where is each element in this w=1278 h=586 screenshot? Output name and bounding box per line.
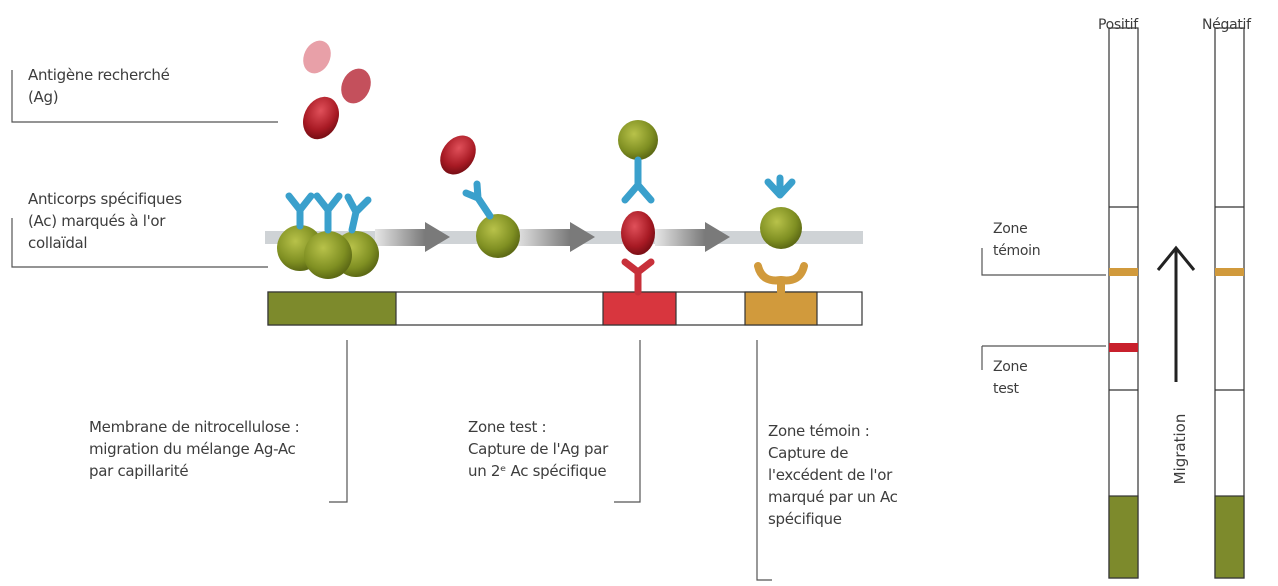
antibodies-label: Anticorps spécifiques (Ac) marqués à l'o… <box>28 190 182 252</box>
migration-label: Migration <box>1171 413 1189 485</box>
negative-pad <box>1214 495 1245 579</box>
negatif-heading: Négatif <box>1202 17 1251 33</box>
positive-control-line <box>1109 268 1138 276</box>
strip-zone-test-label: Zone test <box>993 359 1028 397</box>
free-antigens <box>303 40 371 140</box>
leader-lines <box>11 70 1106 581</box>
control-zone-capture <box>754 174 808 296</box>
control-zone-band <box>744 291 818 326</box>
zone-temoin-label: Zone témoin : Capture de l'excédent de l… <box>768 422 898 528</box>
negative-control-line <box>1215 268 1244 276</box>
strip-zone-temoin-label: Zone témoin <box>993 221 1041 259</box>
negative-strip <box>1214 27 1245 579</box>
test-zone-sandwich <box>618 120 658 296</box>
positive-pad <box>1108 495 1139 579</box>
positive-strip <box>1108 27 1139 579</box>
nitrocellulose-strip <box>267 291 863 326</box>
antigen-label: Antigène recherché (Ag) <box>28 66 170 106</box>
positif-heading: Positif <box>1098 17 1138 33</box>
membrane-label: Membrane de nitrocellulose : migration d… <box>89 418 300 480</box>
gold-labelled-antibodies <box>277 192 379 279</box>
flow-arrows <box>375 222 730 252</box>
conjugate-pad <box>267 291 397 326</box>
test-zone-band <box>602 291 677 326</box>
zone-test-label: Zone test : Capture de l'Ag par un 2ᵉ Ac… <box>468 418 608 480</box>
ag-ac-complex <box>440 135 520 258</box>
positive-test-line <box>1109 343 1138 352</box>
migration-arrow-icon <box>1156 245 1196 382</box>
